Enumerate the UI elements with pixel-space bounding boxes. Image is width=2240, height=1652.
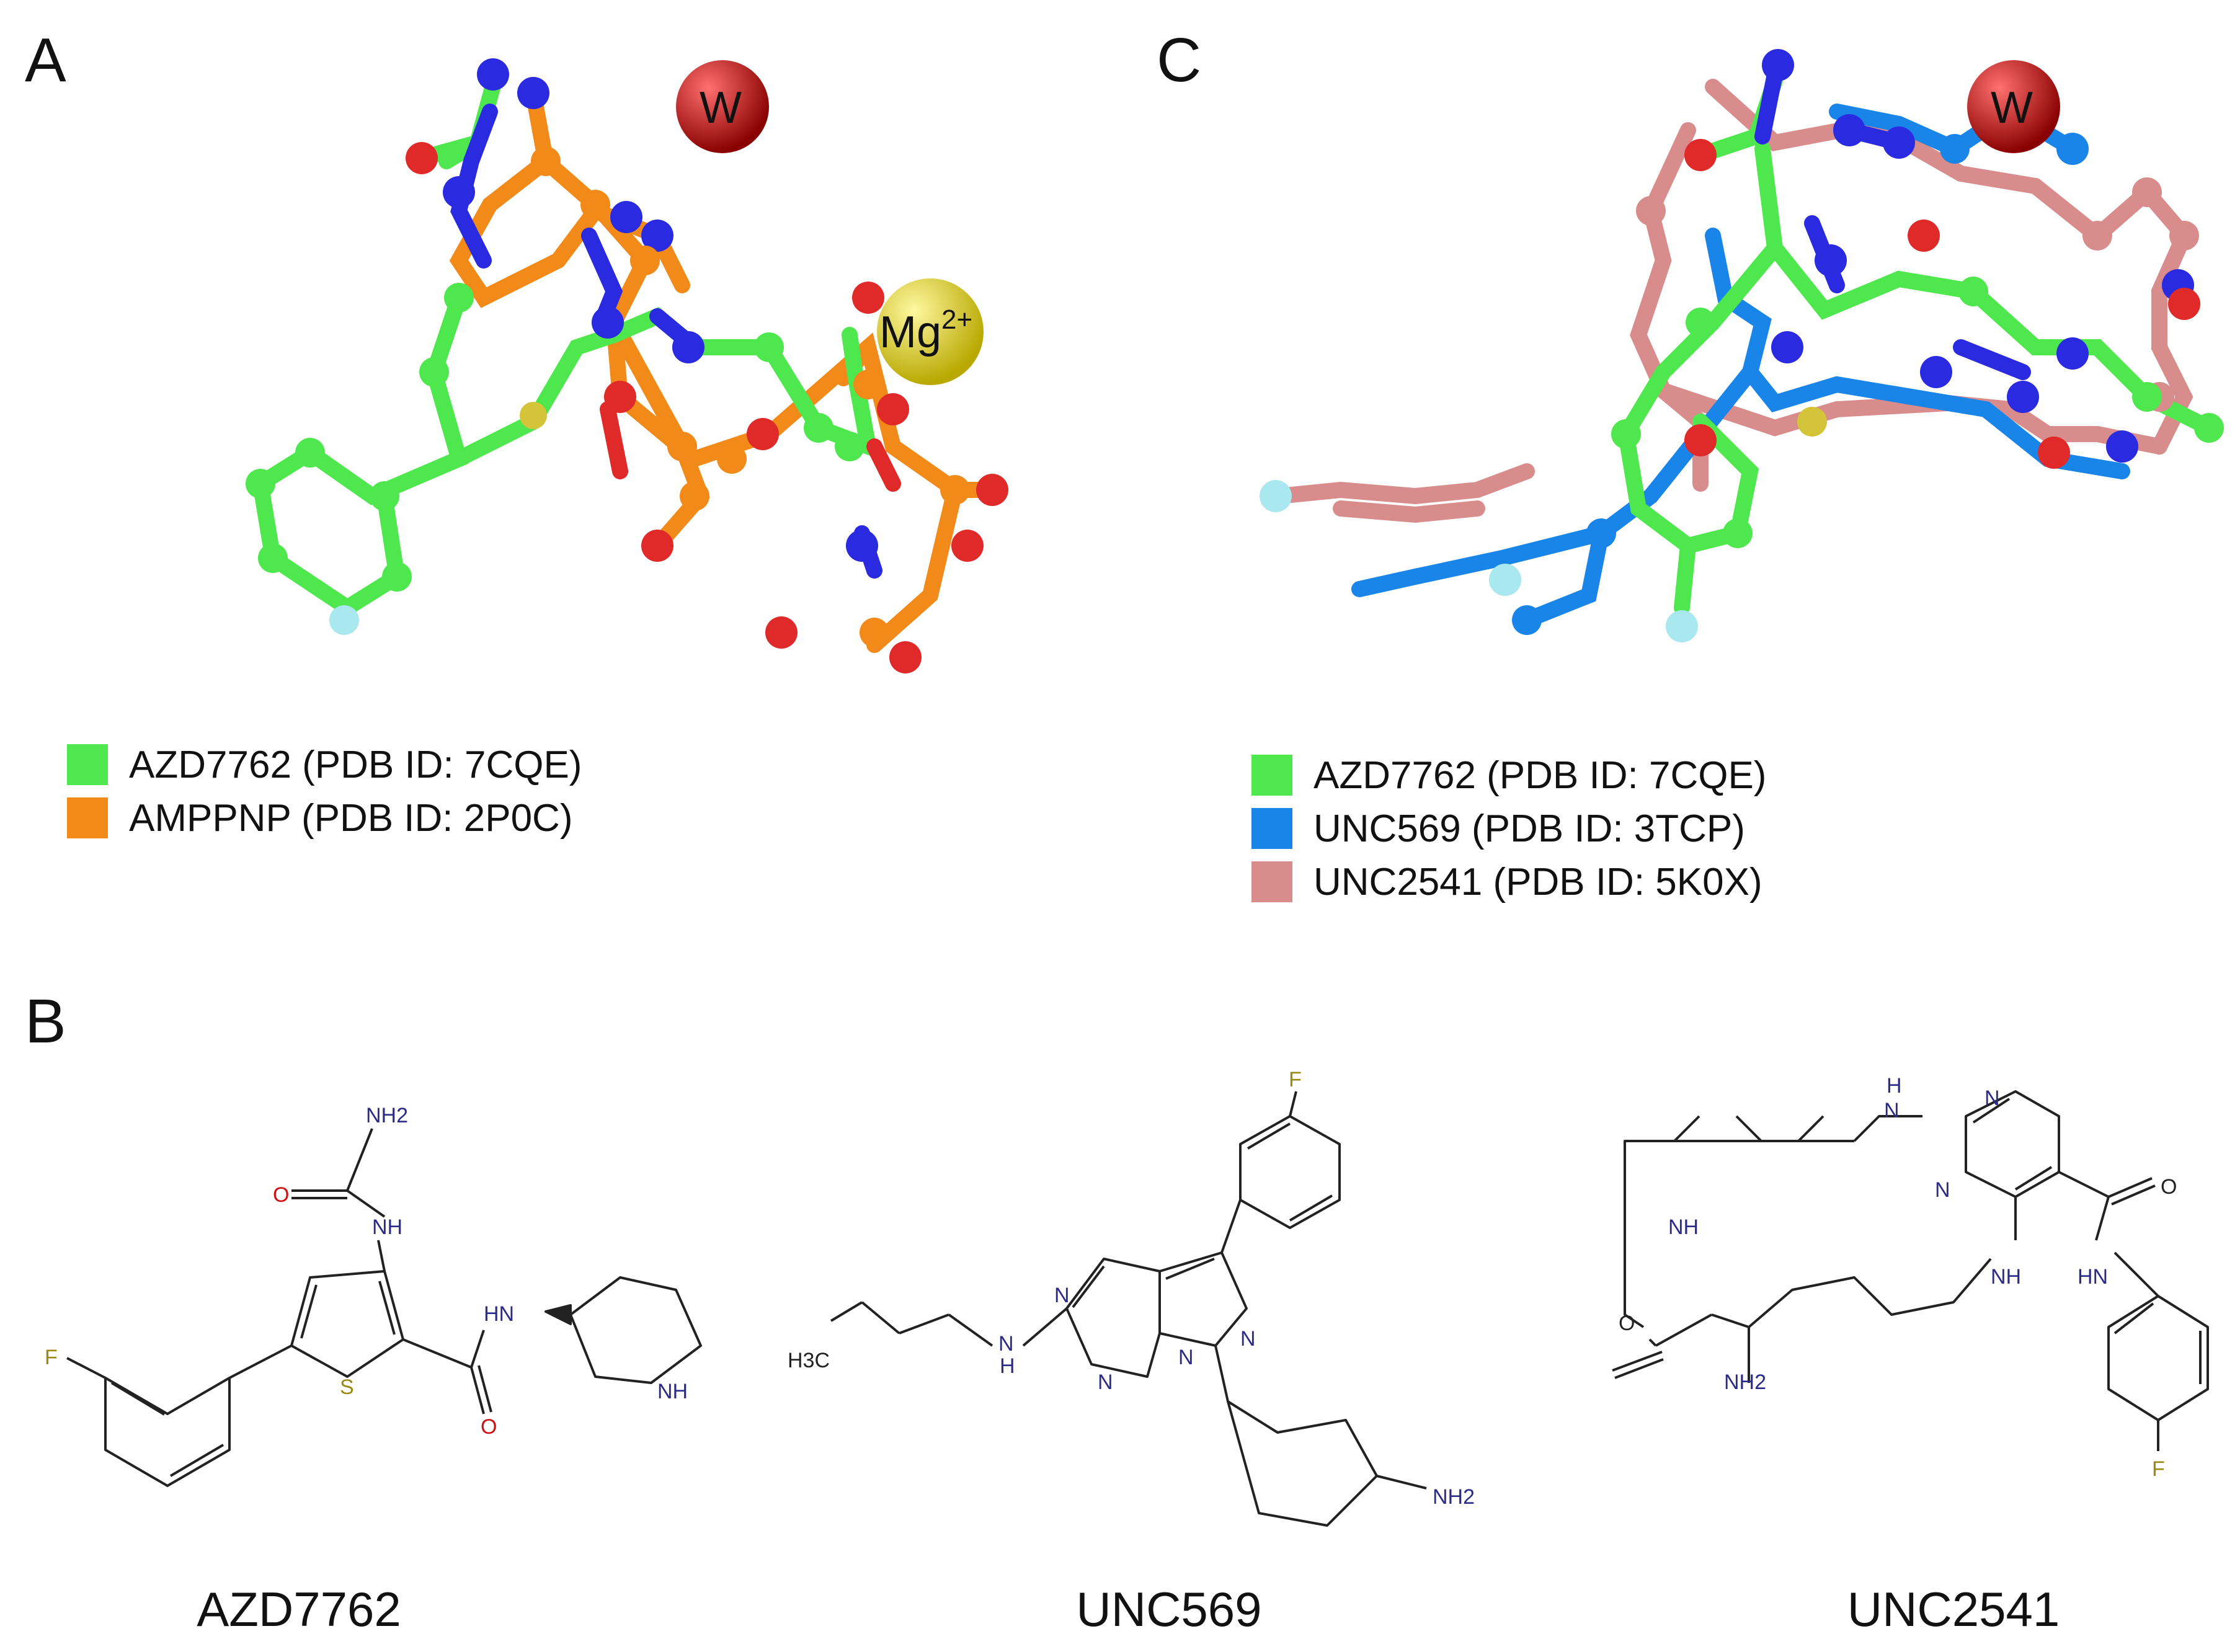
structure-azd7762 xyxy=(66,1128,702,1487)
legend-swatch-unc2541 xyxy=(1251,861,1292,902)
legend-item: UNC569 (PDB ID: 3TCP) xyxy=(1251,802,1766,855)
structure-unc2541 xyxy=(1612,1090,2209,1451)
unc569-n2-label: N xyxy=(1178,1346,1194,1369)
unc569-n4-label: N xyxy=(1098,1370,1113,1394)
azd-nh1-label: NH xyxy=(372,1215,402,1239)
azd-s-label: S xyxy=(340,1375,354,1399)
unc2541-o2-label: O xyxy=(1619,1312,1635,1335)
legend-label: AZD7762 (PDB ID: 7CQE) xyxy=(129,743,582,786)
legend-item: AMPPNP (PDB ID: 2P0C) xyxy=(67,791,582,845)
unc2541-nh2-label: NH xyxy=(1991,1265,2021,1289)
azd-nh3-label: NH xyxy=(657,1380,688,1403)
legend-label: AMPPNP (PDB ID: 2P0C) xyxy=(129,796,573,840)
azd-o1-label: O xyxy=(273,1183,289,1207)
panel-label-b: B xyxy=(25,987,66,1056)
legend-label: AZD7762 (PDB ID: 7CQE) xyxy=(1313,753,1767,797)
azd-f-label: F xyxy=(45,1346,58,1369)
unc569-h3c-label: H3C xyxy=(788,1349,830,1372)
legend-item: UNC2541 (PDB ID: 5K0X) xyxy=(1251,855,1766,908)
unc2541-n3-label: N xyxy=(1935,1178,1950,1202)
azd-hn-label: HN xyxy=(484,1302,514,1326)
water-sphere-c xyxy=(1967,60,2060,153)
legend-item: AZD7762 (PDB ID: 7CQE) xyxy=(67,738,582,791)
unc2541-f-label: F xyxy=(2152,1457,2165,1481)
panel-a-structure: W Mg2+ xyxy=(246,58,1008,673)
legend-item: AZD7762 (PDB ID: 7CQE) xyxy=(1251,748,1766,802)
azd-o2-label: O xyxy=(481,1415,497,1439)
unc569-n3-label: N xyxy=(1054,1284,1070,1307)
legend-label: UNC569 (PDB ID: 3TCP) xyxy=(1313,807,1745,850)
legend-swatch-azd7762 xyxy=(1251,755,1292,796)
unc2541-amine-label: NH2 xyxy=(1724,1370,1766,1394)
panel-c-legend: AZD7762 (PDB ID: 7CQE) UNC569 (PDB ID: 3… xyxy=(1251,748,1766,908)
water-label: W xyxy=(700,83,742,133)
unc2541-o1-label: O xyxy=(2161,1175,2177,1199)
unc569-f-label: F xyxy=(1289,1068,1302,1091)
panel-b-structures: NH2 O NH F S HN O NH F N N N N N H H3C N… xyxy=(45,1068,2209,1527)
unc569-n1-label: N xyxy=(1240,1327,1256,1351)
panel-a-legend: AZD7762 (PDB ID: 7CQE) AMPPNP (PDB ID: 2… xyxy=(67,738,582,845)
unc569-nh-label: N xyxy=(998,1332,1014,1356)
structure-unc569 xyxy=(830,1091,1427,1527)
compound-name-unc2541: UNC2541 xyxy=(1847,1582,2060,1636)
unc2541-n1-label: N xyxy=(1884,1099,1900,1122)
legend-swatch-azd7762 xyxy=(67,744,108,785)
unc2541-h-label: H xyxy=(1887,1074,1902,1098)
magnesium-label: Mg2+ xyxy=(879,304,972,357)
magnesium-sphere xyxy=(877,278,984,385)
legend-swatch-unc569 xyxy=(1251,808,1292,849)
unc569-h-label: H xyxy=(1000,1354,1015,1378)
water-label-c: W xyxy=(1991,83,2033,133)
unc2541-hn-label: HN xyxy=(2078,1265,2108,1289)
unc2541-n2-label: N xyxy=(1984,1086,2000,1110)
panel-label-c: C xyxy=(1157,25,1202,95)
unc569-nh2-label: NH2 xyxy=(1433,1485,1475,1509)
compound-name-azd7762: AZD7762 xyxy=(197,1582,401,1636)
panel-label-a: A xyxy=(25,25,66,95)
unc2541-nh1-label: NH xyxy=(1668,1215,1699,1239)
azd-nh2-label: NH2 xyxy=(366,1104,408,1127)
water-sphere xyxy=(676,60,769,153)
compound-name-unc569: UNC569 xyxy=(1076,1582,1262,1636)
legend-label: UNC2541 (PDB ID: 5K0X) xyxy=(1313,860,1762,904)
panel-c-structure: W xyxy=(1260,49,2224,642)
legend-swatch-amppnp xyxy=(67,797,108,838)
